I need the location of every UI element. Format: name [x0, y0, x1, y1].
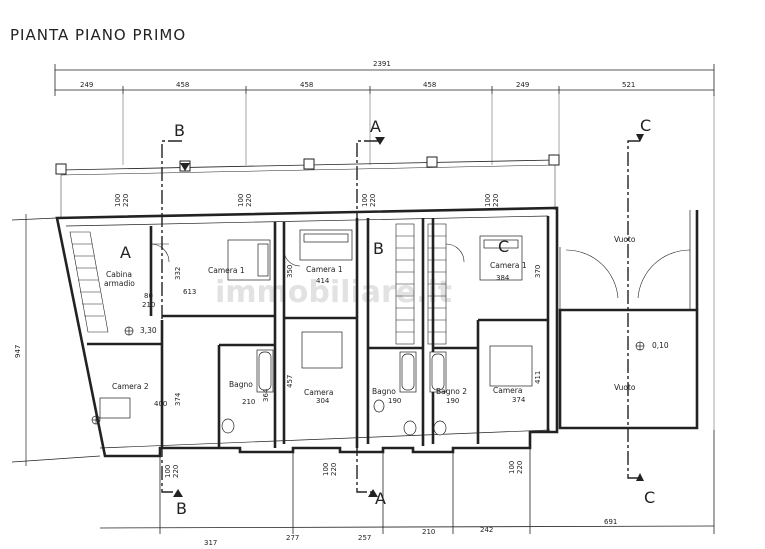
- building-outline: [55, 206, 559, 458]
- dim-220-f: 220: [330, 463, 338, 476]
- level-010: 0,10: [652, 341, 669, 350]
- dim-414: 414: [316, 277, 330, 285]
- top-dimension-lines: [54, 64, 715, 430]
- section-mark-c-top: C: [640, 116, 651, 135]
- dim-457: 457: [286, 375, 294, 388]
- void-area: [558, 210, 699, 430]
- dim-374-b: 374: [512, 396, 526, 404]
- dim-80-a: 80: [144, 292, 153, 300]
- dim-332: 332: [174, 267, 182, 280]
- dim-374-a: 374: [174, 392, 182, 406]
- unit-letter-b: B: [373, 239, 384, 258]
- dim-190-a: 190: [388, 397, 401, 405]
- section-mark-c-bottom: C: [644, 488, 655, 507]
- level-markers: [91, 326, 645, 425]
- dim-350: 350: [286, 265, 294, 278]
- door-swings: [150, 243, 691, 299]
- room-camera-b: Camera: [304, 388, 333, 397]
- room-camera2-a: Camera 2: [112, 382, 149, 391]
- unit-letter-c: C: [498, 237, 509, 256]
- watermark: immobiliare.it: [215, 275, 452, 310]
- section-arrows: [173, 134, 644, 497]
- dim-bottom-5: 242: [480, 526, 493, 534]
- dim-bottom-4: 210: [422, 528, 435, 536]
- room-camera1-a: Camera 1: [208, 266, 245, 275]
- balcony-rail: [55, 154, 560, 217]
- dim-210-b: 210: [242, 398, 255, 406]
- dim-left-947: 947: [14, 345, 22, 358]
- furniture-beds: [99, 229, 533, 419]
- room-bagno-a: Bagno: [229, 380, 253, 389]
- dim-100-d: 100: [484, 194, 492, 207]
- dim-411: 411: [534, 371, 542, 384]
- dim-220-a: 220: [122, 194, 130, 207]
- dim-bottom-3: 257: [358, 534, 371, 542]
- plan-title: PIANTA PIANO PRIMO: [10, 26, 187, 44]
- room-camera-c: Camera: [493, 386, 522, 395]
- dim-bottom-6: 691: [604, 518, 617, 526]
- dim-220-c: 220: [369, 194, 377, 207]
- dim-100-e: 100: [164, 465, 172, 478]
- dim-top-2: 458: [176, 81, 189, 89]
- dim-304: 304: [316, 397, 330, 405]
- dim-220-g: 220: [516, 461, 524, 474]
- dim-100-b: 100: [237, 194, 245, 207]
- dim-220-b: 220: [245, 194, 253, 207]
- unit-letter-a: A: [120, 243, 131, 262]
- dim-top-4: 458: [423, 81, 436, 89]
- dim-210-a: 210: [142, 301, 155, 309]
- section-mark-a-top: A: [370, 117, 381, 136]
- room-camera1-b: Camera 1: [306, 265, 343, 274]
- dim-613: 613: [183, 288, 196, 296]
- dim-220-e: 220: [172, 465, 180, 478]
- section-mark-b-bottom: B: [176, 499, 187, 518]
- section-lines: [161, 140, 640, 493]
- bottom-dimension-lines: [99, 430, 715, 534]
- section-mark-b-top: B: [174, 121, 185, 140]
- dim-bottom-1: 317: [204, 539, 217, 547]
- dim-190-b: 190: [446, 397, 459, 405]
- dim-384: 384: [496, 274, 510, 282]
- dim-top-3: 458: [300, 81, 313, 89]
- room-vuoto-top: Vuoto: [614, 235, 636, 244]
- dim-100-c: 100: [361, 194, 369, 207]
- dim-364: 364: [262, 388, 270, 402]
- dim-total-top: 2391: [373, 60, 391, 68]
- dim-100-a: 100: [114, 194, 122, 207]
- dim-100-f: 100: [322, 463, 330, 476]
- section-mark-a-bottom: A: [375, 489, 386, 508]
- dim-220-d: 220: [492, 194, 500, 207]
- bathroom-fixtures: [221, 349, 447, 436]
- room-cabina-line1: Cabina: [106, 270, 132, 279]
- dim-400: 400: [154, 400, 167, 408]
- level-330: 3,30: [140, 326, 157, 335]
- dim-top-6: 521: [622, 81, 635, 89]
- room-camera1-c: Camera 1: [490, 261, 527, 270]
- staircases: [69, 223, 447, 345]
- dim-100-g: 100: [508, 461, 516, 474]
- dim-bottom-2: 277: [286, 534, 299, 542]
- left-dimension-line: [11, 214, 101, 466]
- room-bagno-b: Bagno: [372, 387, 396, 396]
- dim-370: 370: [534, 265, 542, 278]
- room-bagno2-c: Bagno 2: [436, 387, 467, 396]
- minor-dimensions: 100 220 100 220 100 220 100 220 332 350 …: [114, 194, 542, 478]
- room-vuoto-bottom: Vuoto: [614, 383, 636, 392]
- room-cabina-line2: armadio: [104, 279, 135, 288]
- dim-top-1: 249: [80, 81, 93, 89]
- dim-top-5: 249: [516, 81, 529, 89]
